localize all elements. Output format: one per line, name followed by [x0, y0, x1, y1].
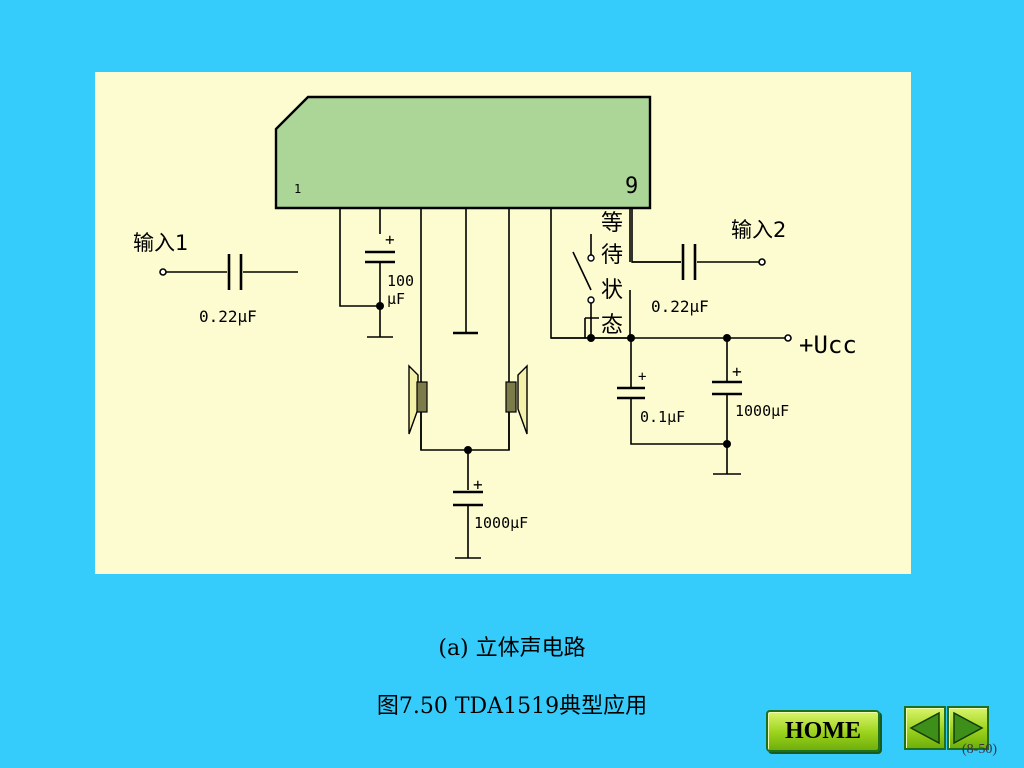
- circuit-panel: 1 9 输入1 0.22μF + 100 μF + 1000μF 等 待 状 态…: [95, 72, 911, 574]
- triangle-right-icon: [953, 711, 984, 745]
- cap100-node: [376, 302, 384, 310]
- input1-capacitor: [227, 254, 243, 290]
- cap1000-plus: +: [732, 362, 742, 381]
- standby-label-4: 态: [601, 313, 623, 338]
- cap100-label-2: μF: [387, 290, 405, 308]
- input1-label: 输入1: [133, 231, 188, 255]
- speaker-cap-plus: +: [473, 475, 483, 494]
- cap1000-wire: [713, 338, 741, 475]
- supply-terminal: [784, 334, 792, 342]
- supply-node-1: [587, 334, 595, 342]
- left-speaker: [408, 364, 428, 435]
- speaker-capacitor: [453, 490, 483, 507]
- standby-label-3: 状: [601, 278, 623, 303]
- chip-pin-leads: [339, 208, 681, 450]
- cap1000-label: 1000μF: [735, 402, 789, 420]
- cap01-plus: +: [638, 369, 646, 385]
- prev-button[interactable]: [904, 706, 946, 750]
- circuit-diagram: 1 9 输入1 0.22μF + 100 μF + 1000μF 等 待 状 态…: [133, 95, 857, 559]
- supply-label: +Ucc: [799, 331, 857, 359]
- standby-switch-contact-bottom: [587, 296, 595, 304]
- input2-label: 输入2: [731, 218, 786, 242]
- standby-switch-contact-top: [587, 254, 595, 262]
- speaker-cap-label: 1000μF: [474, 514, 528, 532]
- figure-title: 图7.50 TDA1519典型应用: [376, 694, 648, 719]
- cap01-label: 0.1μF: [640, 408, 685, 426]
- input1-cap-label: 0.22μF: [199, 307, 257, 326]
- ground-node: [723, 440, 731, 448]
- standby-label-2: 待: [601, 243, 623, 268]
- cap100-label-1: 100: [387, 272, 414, 290]
- next-button[interactable]: [947, 706, 989, 750]
- cap01-wire: [630, 338, 727, 445]
- chip-pin1-label: 1: [294, 182, 301, 196]
- home-button[interactable]: HOME: [766, 710, 880, 752]
- cap1000-capacitor: [712, 380, 742, 396]
- speaker-node: [464, 446, 472, 454]
- figure-subtitle: (a) 立体声电路: [438, 636, 586, 661]
- chip-pin9-label: 9: [625, 174, 638, 199]
- input2-terminal: [758, 258, 766, 266]
- input2-cap-label: 0.22μF: [651, 297, 709, 316]
- page-number: (8-50): [962, 742, 997, 757]
- cap01-capacitor: [617, 386, 645, 400]
- triangle-left-icon: [909, 711, 940, 745]
- cap100-capacitor: [365, 250, 395, 264]
- standby-switch: [572, 251, 592, 291]
- standby-label-1: 等: [601, 211, 623, 236]
- input2-capacitor: [681, 244, 697, 280]
- cap100-wire: [367, 262, 393, 338]
- cap100-plus: +: [385, 230, 395, 249]
- input1-terminal: [159, 268, 167, 276]
- ic-chip: [274, 95, 652, 210]
- speaker-wires: [420, 412, 510, 559]
- right-speaker: [505, 364, 528, 435]
